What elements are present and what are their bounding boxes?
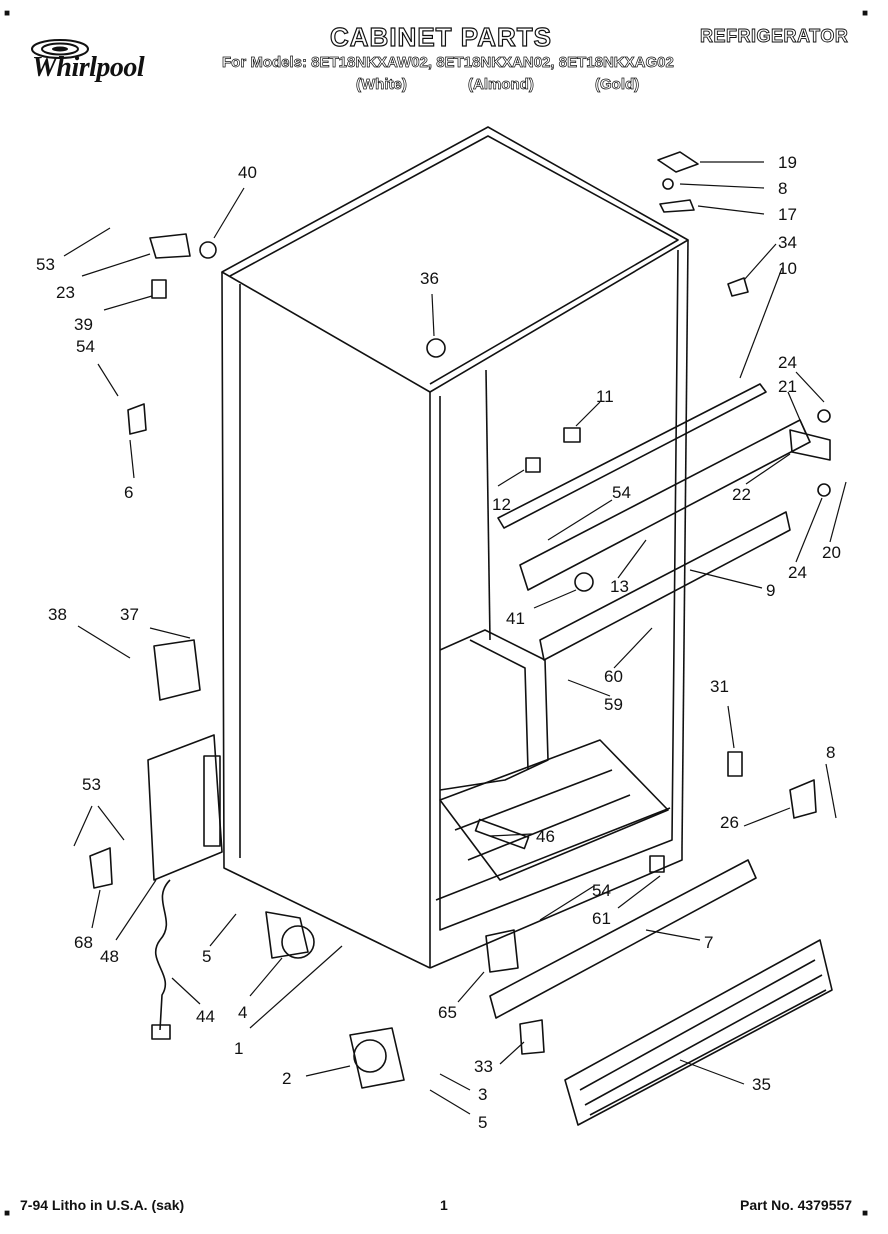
callout-54: 54 (76, 337, 95, 356)
callout-9: 9 (766, 581, 775, 600)
corner-mark-bottom-left: ■ (4, 1208, 11, 1219)
callout-61: 61 (592, 909, 611, 928)
cabinet-shell (221, 126, 689, 969)
callout-7: 7 (704, 933, 713, 952)
product-type: REFRIGERATOR (700, 26, 849, 47)
callout-2: 2 (282, 1069, 291, 1088)
color-white: (White) (356, 76, 408, 94)
callout-26: 26 (720, 813, 739, 832)
corner-mark-bottom-right: ■ (862, 1208, 869, 1219)
callout-20: 20 (822, 543, 841, 562)
callout-5b: 5 (478, 1113, 487, 1132)
color-gold: (Gold) (595, 76, 640, 94)
rails-and-brackets (489, 383, 833, 1126)
callout-13: 13 (610, 577, 629, 596)
callout-37: 37 (120, 605, 139, 624)
callout-12: 12 (492, 495, 511, 514)
callout-65: 65 (438, 1003, 457, 1022)
callout-21: 21 (778, 377, 797, 396)
page-title: CABINET PARTS (329, 21, 552, 52)
callout-6: 6 (124, 483, 133, 502)
callout-54b: 54 (612, 483, 631, 502)
evaporator-cover (435, 629, 671, 901)
callout-54c: 54 (592, 881, 611, 900)
callout-35: 35 (752, 1075, 771, 1094)
corner-mark-top-left: ■ (4, 8, 11, 19)
callout-22: 22 (732, 485, 751, 504)
callout-24b: 24 (788, 563, 807, 582)
callout-33: 33 (474, 1057, 493, 1076)
footer-print-info: 7-94 Litho in U.S.A. (sak) (20, 1197, 185, 1213)
callout-8: 8 (778, 179, 787, 198)
logo-swirl-icon (31, 39, 89, 59)
callout-5: 5 (202, 947, 211, 966)
brand-wordmark: Whirlpool (32, 52, 145, 83)
callout-53: 53 (36, 255, 55, 274)
callout-24: 24 (778, 353, 797, 372)
callout-60: 60 (604, 667, 623, 686)
callout-34: 34 (778, 233, 797, 252)
callout-1: 1 (234, 1039, 243, 1058)
hardware-parts (89, 151, 831, 1089)
callout-11: 11 (596, 387, 614, 406)
callout-40: 40 (238, 163, 257, 182)
callout-38: 38 (48, 605, 67, 624)
callout-68: 68 (74, 933, 93, 952)
corner-mark-top-right: ■ (862, 8, 869, 19)
callout-48: 48 (100, 947, 119, 966)
footer-page-number: 1 (440, 1197, 448, 1213)
callout-44: 44 (196, 1007, 215, 1026)
model-list: For Models: 8ET18NKXAW02, 8ET18NKXAN02, … (222, 54, 675, 72)
callout-4: 4 (238, 1003, 247, 1022)
callout-59: 59 (604, 695, 623, 714)
callout-leaders (63, 161, 847, 1115)
callout-39: 39 (74, 315, 93, 334)
callout-labels: 40 53 23 39 54 6 19 8 17 34 10 36 11 12 … (36, 153, 841, 1132)
callout-53b: 53 (82, 775, 101, 794)
brand-logo: Whirlpool (28, 38, 178, 84)
callout-23: 23 (56, 283, 75, 302)
callout-8b: 8 (826, 743, 835, 762)
callout-31: 31 (710, 677, 729, 696)
callout-36: 36 (420, 269, 439, 288)
callout-10: 10 (778, 259, 797, 278)
callout-17: 17 (778, 205, 797, 224)
callout-19: 19 (778, 153, 797, 172)
callout-3: 3 (478, 1085, 487, 1104)
callout-41: 41 (506, 609, 525, 628)
callout-46: 46 (536, 827, 555, 846)
color-almond: (Almond) (468, 76, 535, 94)
footer-part-number: Part No. 4379557 (740, 1197, 853, 1213)
